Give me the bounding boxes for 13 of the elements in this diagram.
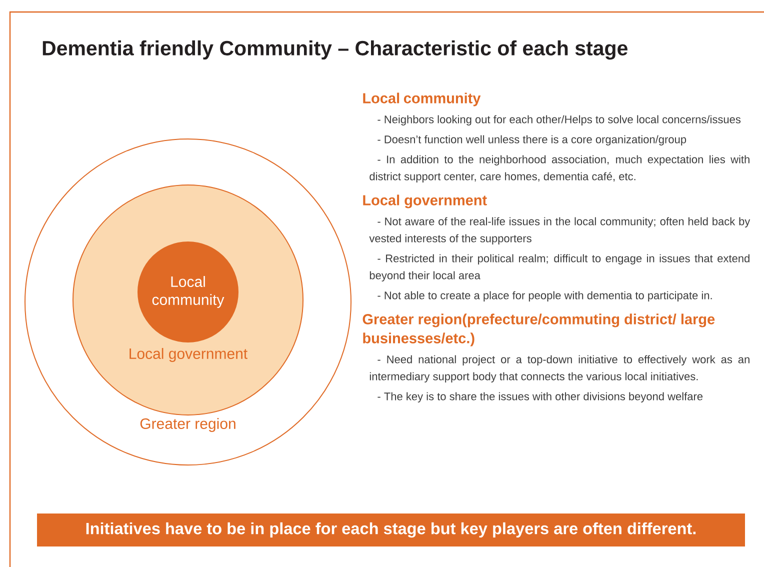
bullet-text: - Need national project or a top-down initiative to effectively work as an intermediary support body that connects the various local initiatives. (370, 355, 750, 382)
bullet-text: - Neighbors looking out for each other/Helps to solve local concerns/issues (378, 115, 741, 126)
bullet-text: - Doesn’t function well unless there is a core organization/group (378, 135, 686, 146)
section-heading: Local government (363, 194, 487, 208)
bullet-text: - Restricted in their political realm; difficult to engage in issues that extend beyond their local area (370, 254, 750, 282)
banner: Initiatives have to be in place for each stage but key players are often different. (37, 514, 745, 546)
section-heading: Greater region(prefecture/commuting district/ large businesses/etc.) (362, 314, 715, 346)
bullet-text: - The key is to share the issues with other divisions beyond welfare (378, 392, 703, 402)
bullet-text: - Not aware of the real-life issues in the local community; often held back by vested interests of the supporters (369, 217, 750, 244)
bullet-text: - In addition to the neighborhood association, much expectation lies with district support center, care homes, dementia café, etc. (370, 155, 750, 182)
bullet-text: - Not able to create a place for people with dementia to participate in. (378, 291, 712, 302)
section-heading: Local community (363, 92, 481, 106)
title: Dementia friendly Community – Characteristic of each stage (42, 40, 628, 60)
